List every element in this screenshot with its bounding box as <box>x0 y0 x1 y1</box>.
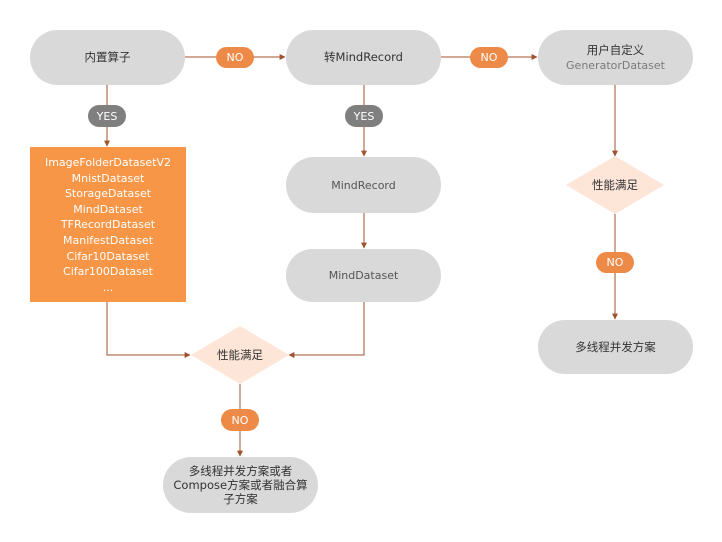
node-user-defined-label: 用户自定义 <box>586 42 645 57</box>
node-multithread-bottom-line3: 子方案 <box>223 492 258 506</box>
list-item: ImageFolderDatasetV2 <box>44 156 172 169</box>
badge-no-right-diamond: NO <box>596 252 634 273</box>
node-multithread-bottom: 多线程并发方案或者 Compose方案或者融合算 子方案 <box>163 457 318 513</box>
node-user-defined: 用户自定义 GeneratorDataset <box>538 30 693 85</box>
decision-diamond-right <box>566 156 664 214</box>
decision-left-label: 性能满足 <box>217 348 263 362</box>
node-multithread-bottom-line1: 多线程并发方案或者 <box>188 464 293 478</box>
node-to-mindrecord-label: 转MindRecord <box>324 50 403 64</box>
arrow-minddataset-to-diamond <box>288 302 365 358</box>
arrow-list-to-diamond <box>106 302 191 358</box>
node-builtin-op-label: 内置算子 <box>84 50 131 64</box>
builtin-dataset-list: ImageFolderDatasetV2 MnistDataset Storag… <box>30 147 186 302</box>
node-minddataset-label: MindDataset <box>328 269 399 282</box>
list-item: ... <box>102 280 114 294</box>
node-multithread-bottom-line2: Compose方案或者融合算 <box>173 478 308 492</box>
list-item: MnistDataset <box>71 171 145 185</box>
list-item: Cifar100Dataset <box>63 265 153 279</box>
node-to-mindrecord: 转MindRecord <box>286 30 441 85</box>
badge-yes-left: YES <box>88 105 126 127</box>
decision-right-label: 性能满足 <box>592 178 638 192</box>
node-minddataset: MindDataset <box>286 249 441 302</box>
decision-diamond-left <box>191 326 289 384</box>
node-mindrecord-label: MindRecord <box>331 178 396 192</box>
badge-no-top-right: NO <box>470 47 508 68</box>
list-item: StorageDataset <box>64 187 152 201</box>
node-mindrecord: MindRecord <box>286 157 441 213</box>
list-item: TFRecordDataset <box>60 218 156 232</box>
badge-no-bottom-diamond: NO <box>221 409 259 431</box>
list-item: ManifestDataset <box>62 233 154 247</box>
list-item: MindDataset <box>73 202 143 216</box>
badge-no-top-left: NO <box>216 47 254 68</box>
node-multithread-right: 多线程并发方案 <box>538 320 693 374</box>
node-generator-dataset-label: GeneratorDataset <box>566 58 665 72</box>
badge-yes-middle: YES <box>345 105 383 127</box>
node-builtin-op: 内置算子 <box>30 30 185 85</box>
node-multithread-right-label: 多线程并发方案 <box>575 339 656 354</box>
list-item: Cifar10Dataset <box>66 249 150 263</box>
